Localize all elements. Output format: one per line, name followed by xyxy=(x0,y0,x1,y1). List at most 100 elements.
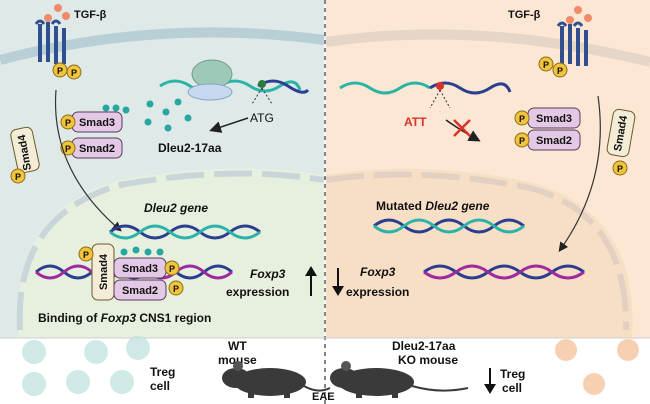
peptide-dot xyxy=(144,248,152,256)
smad4-box xyxy=(606,108,636,158)
wt-foxp3-label: Foxp3 xyxy=(250,267,286,281)
peptide-dot xyxy=(174,98,182,106)
ko-smad-complex-cytoplasm: Smad3 Smad2 P P xyxy=(514,107,581,151)
smad2-label: Smad2 xyxy=(536,135,572,147)
wt-ligand-label: TGF-β xyxy=(74,9,107,21)
smad4-label: Smad4 xyxy=(98,253,110,290)
peptide-dot xyxy=(122,106,130,114)
smad3-label: Smad3 xyxy=(79,117,115,129)
wt-mouse-label-line1: WT xyxy=(228,339,247,353)
peptide-dot xyxy=(156,248,164,256)
phospho-icon: P xyxy=(60,140,76,156)
dna-strand xyxy=(423,264,585,280)
peptide-dot xyxy=(162,108,170,116)
wt-treg-label-line2: cell xyxy=(150,379,170,393)
svg-text:P: P xyxy=(173,284,179,294)
phospho-icon: P xyxy=(612,160,628,176)
phospho-icon: P xyxy=(514,110,530,126)
svg-text:P: P xyxy=(169,264,175,274)
wt-treg-cells xyxy=(22,336,150,396)
svg-text:P: P xyxy=(557,66,563,76)
ko-foxp3: Foxp3 expression xyxy=(332,264,585,299)
receptor-arms xyxy=(34,19,62,25)
wt-expression-label: expression xyxy=(226,285,289,299)
ko-expression-label: expression xyxy=(346,285,409,299)
svg-text:P: P xyxy=(519,114,525,124)
ligand-dot xyxy=(54,4,62,12)
phospho-icon: P xyxy=(164,260,180,276)
svg-text:P: P xyxy=(71,68,77,78)
treg-cell xyxy=(110,370,134,394)
receptor-chain xyxy=(560,24,588,66)
peptide-dot xyxy=(184,114,192,122)
wt-gene-label: Dleu2 gene xyxy=(144,201,208,215)
svg-text:P: P xyxy=(519,136,525,146)
start-codon-marker xyxy=(258,80,266,88)
phospho-icon: P xyxy=(10,168,26,184)
wt-mouse-label-line2: mouse xyxy=(218,353,257,367)
svg-text:P: P xyxy=(83,250,89,260)
dna-strand xyxy=(373,218,525,234)
phospho-icon: P xyxy=(514,132,530,148)
arrow-up-icon xyxy=(305,266,317,296)
ko-cell-membrane xyxy=(325,29,650,67)
ko-mrna-strand xyxy=(339,81,431,95)
wt-foxp3-binding: Smad4 Smad3 Smad2 P P P Foxp3 expression… xyxy=(35,243,317,325)
svg-text:P: P xyxy=(65,118,71,128)
treg-cell xyxy=(617,339,639,361)
mutated-codon-label: ATT xyxy=(404,115,427,129)
receptor-chain xyxy=(38,22,66,64)
phospho-icon: P xyxy=(538,56,554,72)
wt-binding-label: Binding of Foxp3 CNS1 region xyxy=(38,311,211,325)
peptide-dot xyxy=(120,248,128,256)
receptor-arms xyxy=(556,21,584,27)
treg-cell xyxy=(22,340,46,364)
treg-cell xyxy=(555,339,577,361)
peptide-dot xyxy=(164,124,172,132)
phospho-icon: P xyxy=(66,64,82,80)
condition-label: EAE xyxy=(312,391,335,403)
phospho-icon: P xyxy=(60,114,76,130)
peptide-dot xyxy=(144,118,152,126)
ligand-dot xyxy=(584,14,592,22)
codon-bracket xyxy=(429,89,441,109)
smad2-label: Smad2 xyxy=(122,285,158,297)
ko-mouse-label-line1: Dleu2-17aa xyxy=(392,339,456,353)
ko-treg-label-line1: Treg xyxy=(500,367,525,381)
phospho-icon: P xyxy=(168,280,184,296)
codon-bracket xyxy=(251,87,263,105)
ko-gene-label: Mutated Dleu2 gene xyxy=(376,199,490,213)
svg-text:P: P xyxy=(15,172,21,182)
treg-cell xyxy=(66,370,90,394)
ko-nucleus xyxy=(326,168,633,338)
wt-smad-complex-cytoplasm: Smad3 Smad2 P P xyxy=(60,104,130,159)
smad2-box xyxy=(113,279,167,301)
peptide-dot xyxy=(146,100,154,108)
wt-mrna-strand-tail xyxy=(257,79,310,94)
dna-strand xyxy=(373,218,525,234)
svg-text:P: P xyxy=(65,144,71,154)
ko-tgfb-receptor: TGF-β P P xyxy=(508,6,592,78)
phospho-icon: P xyxy=(78,246,94,262)
phospho-icon: P xyxy=(52,62,68,78)
ko-mrna: ATT xyxy=(339,81,512,142)
smad3-label: Smad3 xyxy=(122,263,158,275)
wt-dleu2-gene: Dleu2 gene xyxy=(109,201,261,240)
wt-translocation-arrow xyxy=(54,89,122,232)
peptide-label: Dleu2-17aa xyxy=(158,141,222,155)
peptide-dot xyxy=(102,104,110,112)
ligand-dot xyxy=(566,16,574,24)
ko-treg-label-line2: cell xyxy=(502,381,522,395)
wt-nuclear-envelope xyxy=(16,170,325,331)
smad3-label: Smad3 xyxy=(536,113,572,125)
bottom-strip: Treg cell WT mouse EAE Dleu2-17aa KO mou… xyxy=(22,336,639,403)
arrow-down-icon xyxy=(484,368,496,394)
ko-dleu2-gene: Mutated Dleu2 gene xyxy=(373,199,525,234)
wt-smad4: Smad4 P xyxy=(10,126,40,184)
svg-text:P: P xyxy=(617,164,623,174)
ko-treg-cells xyxy=(555,339,639,395)
ko-smad4: Smad4 P xyxy=(606,108,636,176)
wt-treg-label-line1: Treg xyxy=(150,365,175,379)
ko-translocation-arrow xyxy=(558,95,601,252)
